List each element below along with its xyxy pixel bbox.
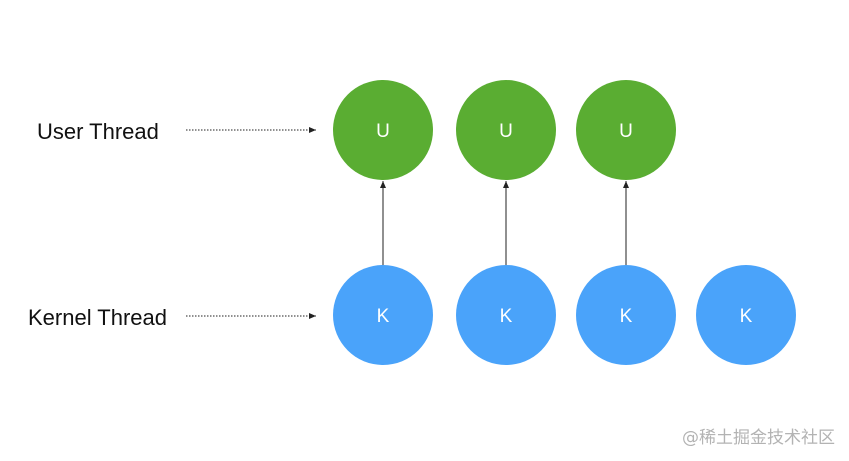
kernel-thread-node-4-letter: K [740, 306, 753, 327]
kernel-thread-node-2: K [456, 265, 556, 365]
kernel-thread-node-2-circle [456, 265, 556, 365]
kernel-thread-node-4: K [696, 265, 796, 365]
user-thread-label: User Thread [37, 119, 159, 144]
kernel-thread-node-3-circle [576, 265, 676, 365]
user-thread-node-2-circle [456, 80, 556, 180]
user-thread-node-1-circle [333, 80, 433, 180]
user-thread-node-2: U [456, 80, 556, 180]
user-thread-node-3: U [576, 80, 676, 180]
user-thread-node-2-letter: U [499, 121, 513, 142]
user-thread-node-3-letter: U [619, 121, 633, 142]
kernel-to-user-links [380, 181, 629, 265]
kernel-thread-node-1: K [333, 265, 433, 365]
user-thread-node-1-letter: U [376, 121, 390, 142]
kernel-thread-label: Kernel Thread [28, 305, 167, 330]
kernel-thread-node-1-letter: K [377, 306, 390, 327]
user-thread-node-3-circle [576, 80, 676, 180]
kernel-thread-node-4-circle [696, 265, 796, 365]
watermark: @稀土掘金技术社区 [682, 428, 835, 448]
kernel-thread-node-3: K [576, 265, 676, 365]
kernel-thread-node-1-circle [333, 265, 433, 365]
user-thread-node-1: U [333, 80, 433, 180]
kernel-thread-node-3-letter: K [620, 306, 633, 327]
kernel-thread-node-2-letter: K [500, 306, 513, 327]
